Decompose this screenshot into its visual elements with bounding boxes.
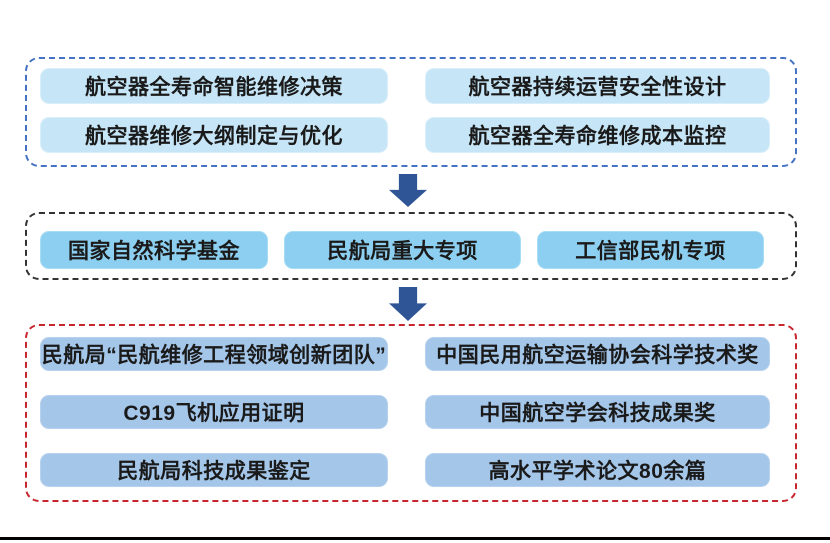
down-arrow-icon <box>389 174 427 207</box>
achievement-box: 高水平学术论文80余篇 <box>425 453 770 487</box>
bottom-border-line <box>0 537 830 540</box>
research-topic-box: 航空器维修大纲制定与优化 <box>40 117 388 153</box>
achievements-group: 民航局“民航维修工程领域创新团队” 中国民用航空运输协会科学技术奖 C919飞机… <box>25 324 797 502</box>
funding-source-box: 工信部民机专项 <box>537 231 764 269</box>
down-arrow-icon <box>389 287 427 321</box>
funding-source-box: 民航局重大专项 <box>284 231 521 269</box>
achievement-box: 中国航空学会科技成果奖 <box>425 395 770 429</box>
research-topic-box: 航空器全寿命智能维修决策 <box>40 68 388 104</box>
achievement-box: 民航局科技成果鉴定 <box>40 453 388 487</box>
achievement-box: C919飞机应用证明 <box>40 395 388 429</box>
funding-source-box: 国家自然科学基金 <box>40 231 268 269</box>
funding-sources-group: 国家自然科学基金 民航局重大专项 工信部民机专项 <box>25 212 797 280</box>
achievement-box: 民航局“民航维修工程领域创新团队” <box>40 337 388 371</box>
research-topic-box: 航空器持续运营安全性设计 <box>425 68 770 104</box>
research-topic-box: 航空器全寿命维修成本监控 <box>425 117 770 153</box>
achievement-box: 中国民用航空运输协会科学技术奖 <box>425 337 770 371</box>
research-topics-group: 航空器全寿命智能维修决策 航空器持续运营安全性设计 航空器维修大纲制定与优化 航… <box>25 57 797 167</box>
